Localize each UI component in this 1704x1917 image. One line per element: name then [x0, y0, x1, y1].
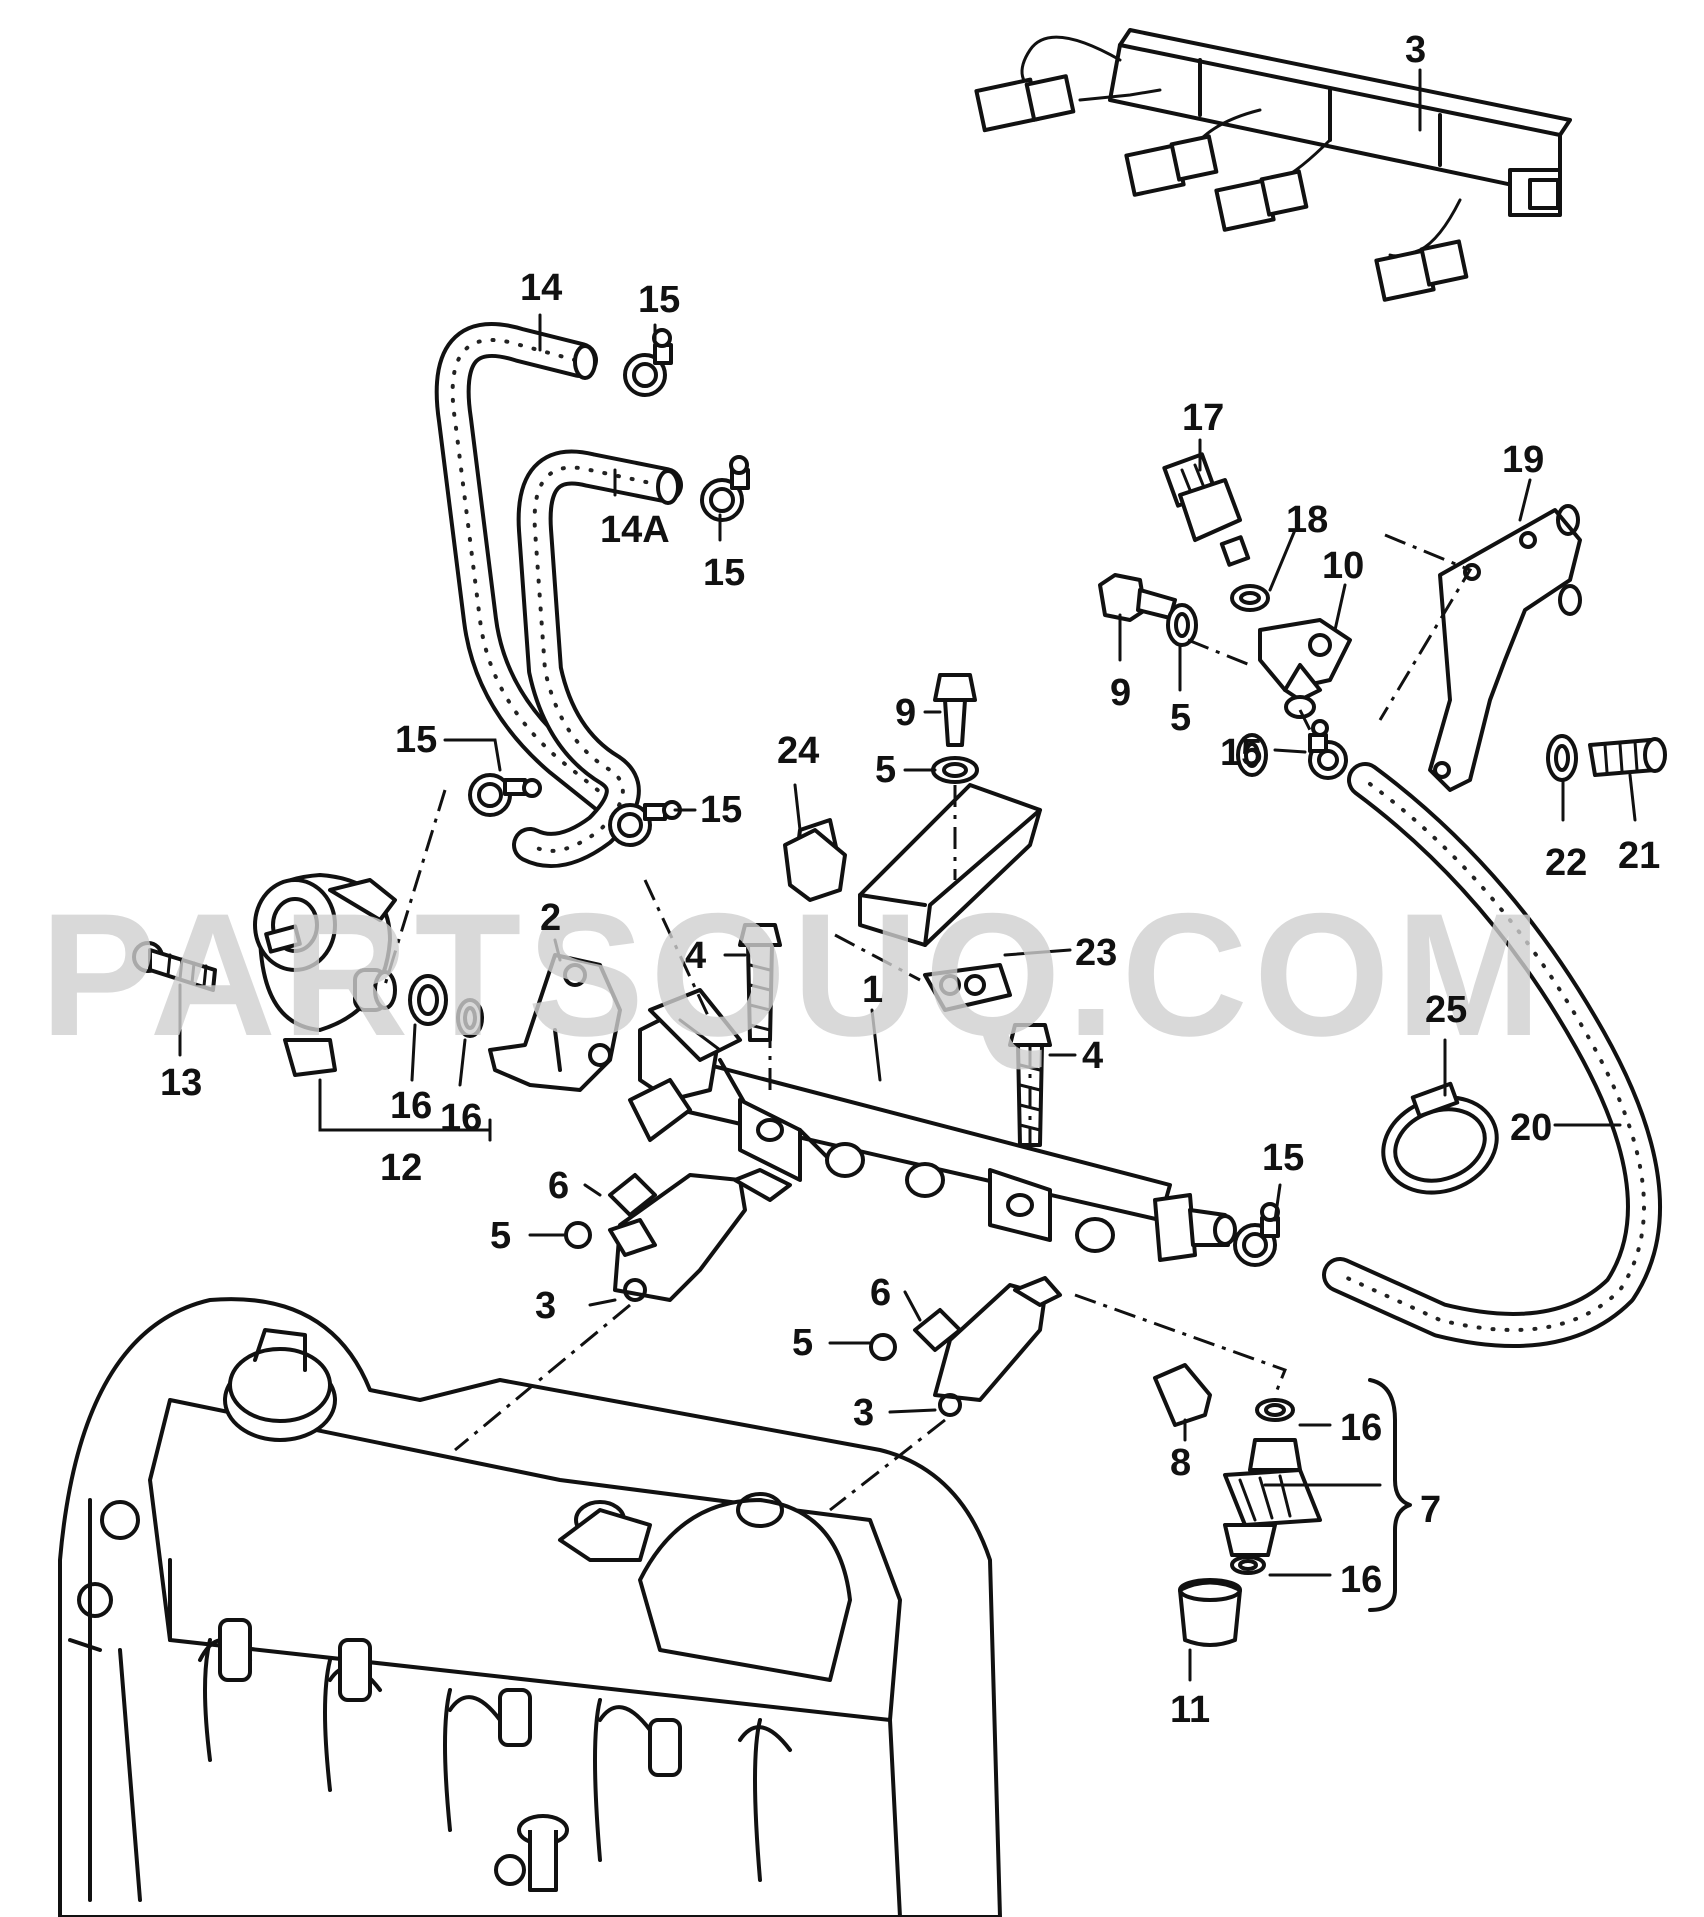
callout-18: 18 [1286, 499, 1328, 541]
callout-16-d: 16 [1340, 1559, 1382, 1601]
callout-10: 10 [1322, 545, 1364, 587]
callout-5-a: 5 [490, 1215, 511, 1257]
callout-9-center: 9 [895, 692, 916, 734]
callout-14A: 14A [600, 509, 670, 551]
callout-9-right: 9 [1110, 672, 1131, 714]
bracket-3 [564, 1168, 1062, 1417]
bolt-9-right [1098, 573, 1268, 777]
callout-5-right: 5 [1170, 697, 1191, 739]
callout-14: 14 [520, 267, 562, 309]
hose-clamp-icon [468, 328, 1348, 1267]
fuel-hose-14A [512, 449, 683, 868]
hose-clamp-25 [1381, 1081, 1499, 1195]
callout-11: 11 [1170, 1689, 1210, 1731]
callout-15-right: 15 [1220, 732, 1262, 774]
callout-3-harness: 3 [1405, 29, 1426, 71]
bolt-21 [1546, 734, 1667, 782]
callout-5-b: 5 [792, 1322, 813, 1364]
callout-6-a: 6 [548, 1165, 569, 1207]
callout-23: 23 [1075, 932, 1117, 974]
leader-lines [178, 68, 1637, 1682]
callout-15-left: 15 [395, 719, 437, 761]
engine-cylinder-head [58, 1297, 1002, 1917]
adapter-10 [1230, 584, 1352, 719]
callout-12: 12 [380, 1147, 422, 1189]
fuel-injector-7 [1153, 1363, 1322, 1647]
callout-15-a: 15 [638, 279, 680, 321]
callout-25: 25 [1425, 989, 1467, 1031]
watermark: PARTSOUQ.COM [40, 878, 1548, 1073]
bracket-23 [793, 673, 1042, 1012]
callout-labels: 3 14 15 14A 15 17 19 18 10 9 5 15 22 21 … [160, 29, 1660, 1731]
callout-15-mid: 15 [700, 789, 742, 831]
callout-4-b: 4 [1082, 1035, 1103, 1077]
callout-5-center: 5 [875, 749, 896, 791]
callout-2: 2 [540, 897, 561, 939]
callout-7: 7 [1420, 1489, 1441, 1531]
fuel-rail [628, 988, 1237, 1262]
switch-24 [783, 828, 847, 902]
callout-1: 1 [862, 969, 883, 1011]
wiring-harness [974, 28, 1572, 302]
callout-15-low: 15 [1262, 1137, 1304, 1179]
fuel-hose-14 [434, 322, 628, 818]
callout-3-a: 3 [535, 1285, 556, 1327]
callout-16-b: 16 [440, 1097, 482, 1139]
callout-17: 17 [1182, 397, 1224, 439]
callout-3-b: 3 [853, 1392, 874, 1434]
alignment-lines [383, 533, 1473, 1512]
callout-15-b: 15 [703, 552, 745, 594]
callout-20: 20 [1510, 1107, 1552, 1149]
fuel-hose-20 [1322, 762, 1662, 1348]
callout-6-b: 6 [870, 1272, 891, 1314]
callout-16-c: 16 [1340, 1407, 1382, 1449]
callout-21: 21 [1618, 835, 1660, 877]
callout-24: 24 [777, 730, 819, 772]
bracket-19 [1428, 504, 1582, 792]
callout-8: 8 [1170, 1442, 1191, 1484]
fuel-pressure-regulator [132, 873, 484, 1077]
callout-16-a: 16 [390, 1085, 432, 1127]
callout-19: 19 [1502, 439, 1544, 481]
bracket-2 [488, 953, 622, 1092]
callout-13: 13 [160, 1062, 202, 1104]
callout-4-a: 4 [685, 935, 706, 977]
callout-22: 22 [1545, 842, 1587, 884]
temperature-sensor-17 [1162, 452, 1251, 567]
